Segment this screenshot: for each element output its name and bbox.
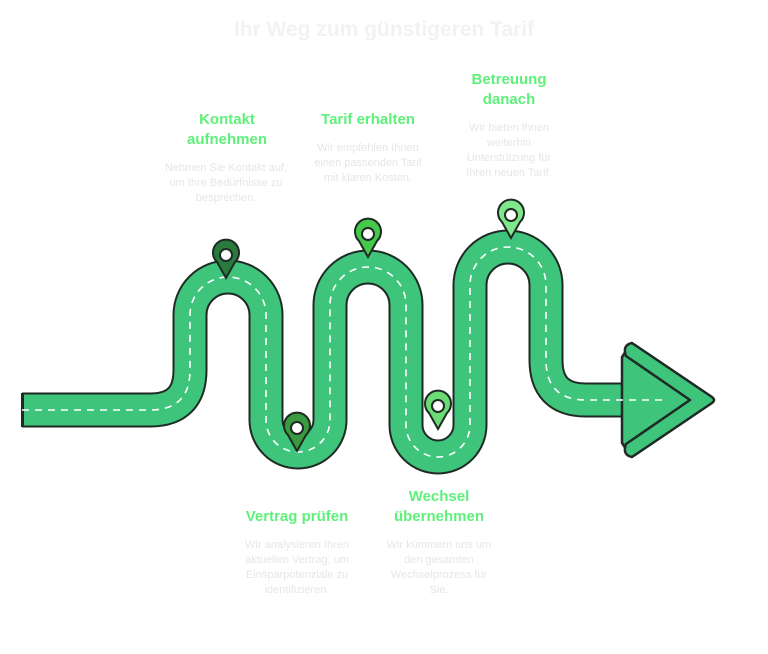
location-pin-icon <box>497 198 525 241</box>
road-center-line <box>22 246 665 458</box>
step-5-description: Wir bieten Ihnen weiterhin Unterstützung… <box>466 122 552 179</box>
step-4-description: Wir kümmern uns um den gesamten Wechselp… <box>386 539 492 596</box>
step-1-title: Kontakt aufnehmen <box>186 111 267 148</box>
location-pin-icon <box>212 238 240 281</box>
step-2-title: Vertrag prüfen <box>245 508 349 525</box>
step-4-title: Wechsel übernehmen <box>393 488 484 525</box>
road-body <box>22 231 650 473</box>
step-5-title: Betreuung danach <box>471 71 547 108</box>
location-pin-icon <box>354 217 382 260</box>
step-1-description: Nehmen Sie Kontakt auf, um Ihre Bedürfni… <box>164 162 288 204</box>
step-2-description: Wir analysieren Ihren aktuellen Vertrag,… <box>245 539 349 596</box>
diagram-title: Ihr Weg zum günstigeren Tarif <box>233 18 535 41</box>
location-pin-icon <box>424 389 452 432</box>
step-3-description: Wir empfehlen Ihnen einen passenden Tari… <box>314 142 422 184</box>
step-3-title: Tarif erhalten <box>321 111 415 128</box>
location-pin-icon <box>283 411 311 454</box>
